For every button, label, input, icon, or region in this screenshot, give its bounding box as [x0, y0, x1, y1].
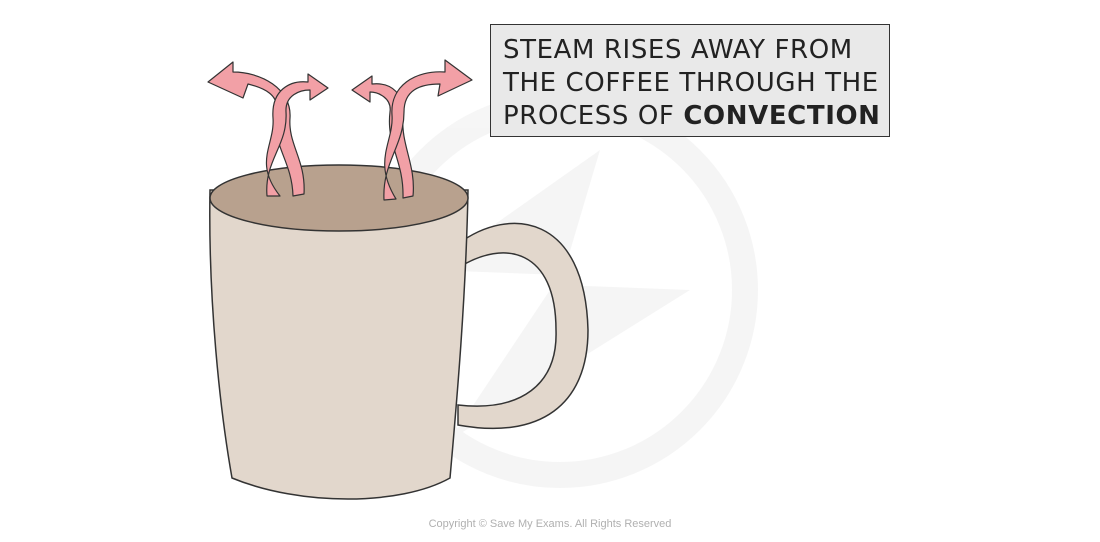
caption-line-1: STEAM RISES AWAY FROM	[503, 35, 853, 65]
caption-box: STEAM RISES AWAY FROM THE COFFEE THROUGH…	[490, 24, 890, 137]
caption-line-3: PROCESS OF CONVECTION	[503, 100, 889, 133]
mug-body	[209, 189, 469, 500]
coffee-surface	[209, 164, 469, 232]
steam-arrow-left	[207, 61, 329, 197]
steam-arrow-right	[351, 59, 473, 201]
caption-line-2: THE COFFEE THROUGH THE	[503, 68, 879, 98]
caption-keyword-convection: CONVECTION	[683, 101, 881, 131]
mug-handle	[457, 222, 589, 430]
copyright-notice: Copyright © Save My Exams. All Rights Re…	[428, 518, 672, 530]
caption-line-3-prefix: PROCESS OF	[503, 101, 684, 131]
